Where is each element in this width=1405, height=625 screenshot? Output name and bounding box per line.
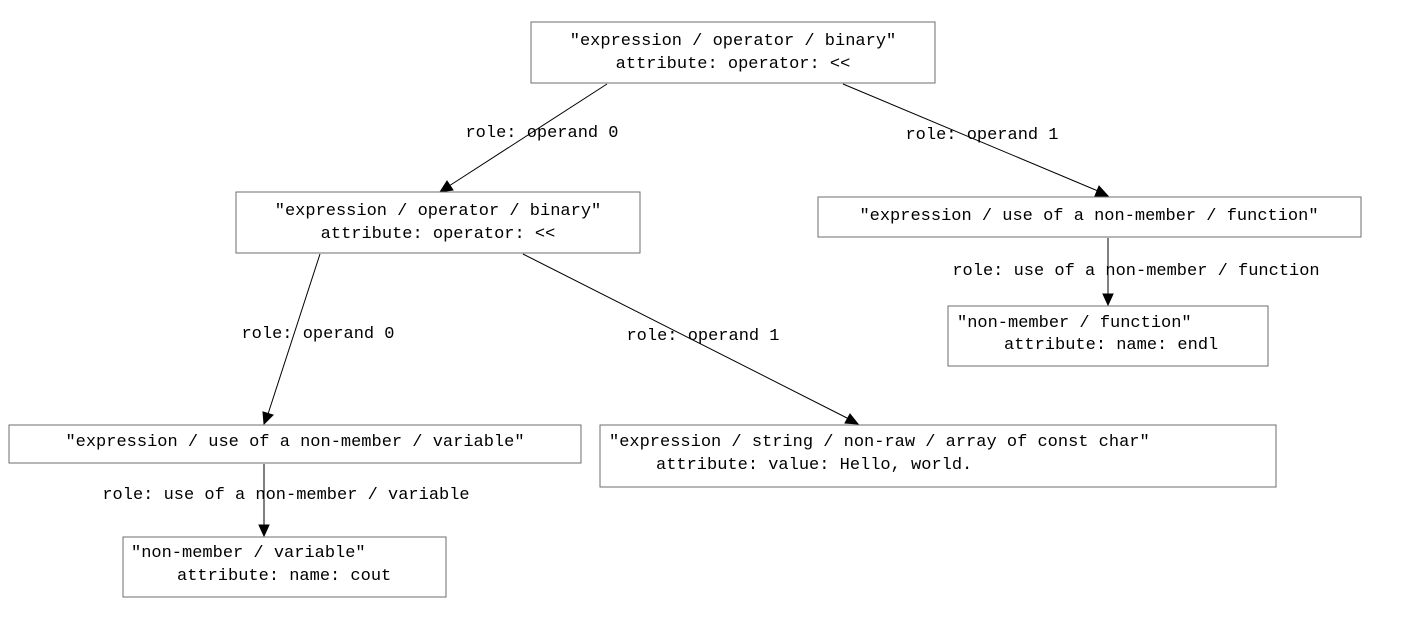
edge-left-binary-to-use-variable — [262, 253, 321, 426]
node-use-function: "expression / use of a non-member / func… — [817, 196, 1362, 238]
edge-label-operand-0-left: role: operand 0 — [241, 325, 394, 344]
node-title: "non-member / function" — [957, 314, 1192, 333]
node-use-variable: "expression / use of a non-member / vari… — [8, 424, 582, 464]
node-variable-cout: "non-member / variable" attribute: name:… — [122, 536, 447, 598]
node-title: "expression / use of a non-member / func… — [859, 207, 1318, 226]
node-attribute: attribute: operator: << — [616, 55, 851, 74]
edge-label-operand-0-root: role: operand 0 — [465, 124, 618, 143]
node-title: "expression / use of a non-member / vari… — [65, 433, 524, 452]
edge-root-to-left-binary — [438, 83, 608, 193]
node-attribute: attribute: operator: << — [321, 225, 556, 244]
node-title: "expression / string / non-raw / array o… — [609, 433, 1150, 452]
node-root-binary: "expression / operator / binary" attribu… — [530, 21, 936, 84]
node-title: "expression / operator / binary" — [275, 202, 601, 221]
edge-root-to-use-function — [842, 83, 1110, 197]
node-left-binary: "expression / operator / binary" attribu… — [235, 191, 641, 254]
edge-label-use-function: role: use of a non-member / function — [952, 262, 1319, 281]
node-title: "expression / operator / binary" — [570, 32, 896, 51]
node-attribute: attribute: name: cout — [177, 567, 391, 586]
node-string-literal: "expression / string / non-raw / array o… — [599, 424, 1277, 488]
edge-label-operand-1-root: role: operand 1 — [905, 126, 1058, 145]
edge-use-function-to-endl — [1102, 238, 1114, 307]
node-title: "non-member / variable" — [131, 544, 366, 563]
edge-label-operand-1-left: role: operand 1 — [626, 327, 779, 346]
node-attribute: attribute: name: endl — [1004, 336, 1218, 355]
edge-label-use-variable: role: use of a non-member / variable — [102, 486, 469, 505]
edge-left-binary-to-string — [522, 253, 860, 425]
edge-use-variable-to-cout — [258, 464, 270, 538]
node-function-endl: "non-member / function" attribute: name:… — [947, 305, 1269, 367]
node-attribute: attribute: value: Hello, world. — [656, 456, 972, 475]
